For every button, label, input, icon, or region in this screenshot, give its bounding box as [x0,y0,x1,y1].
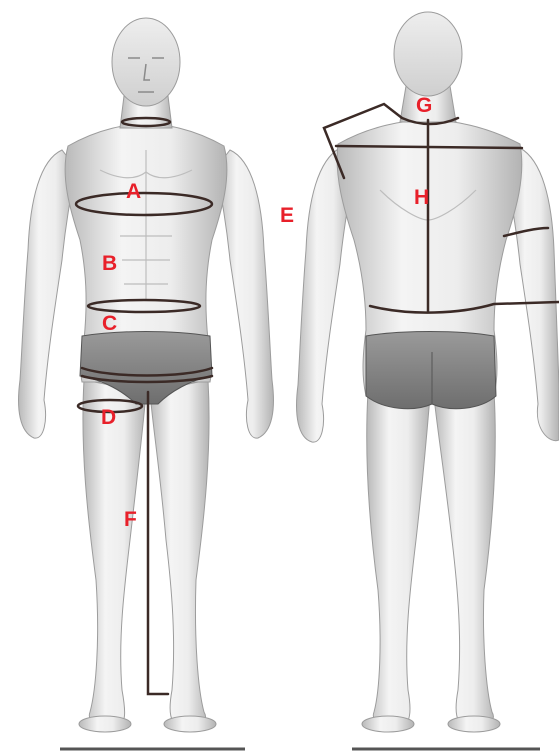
back-left-foot [362,716,414,732]
front-right-foot [164,716,216,732]
label-b: B [102,252,117,275]
label-a: A [126,180,141,203]
front-left-foot [79,716,131,732]
label-h: H [414,186,429,209]
back-right-foot [448,716,500,732]
label-g: G [416,94,432,117]
label-d: D [101,406,116,429]
front-head [112,18,180,106]
label-e: E [280,204,294,227]
back-briefs [366,332,496,409]
back-head [394,12,462,96]
back-right-leg [434,392,495,726]
front-left-leg [83,380,146,726]
label-f: F [124,508,137,531]
label-c: C [102,312,117,335]
front-right-leg [150,380,209,726]
back-left-leg [367,392,430,726]
